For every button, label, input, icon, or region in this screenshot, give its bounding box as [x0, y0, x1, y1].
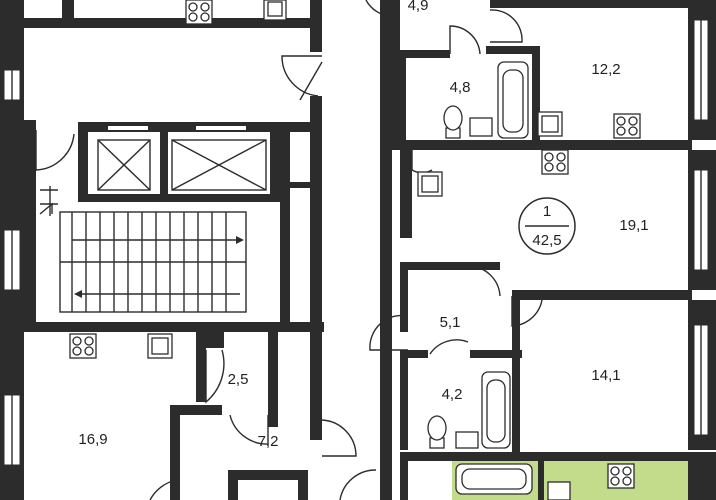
room-area-label: 4,9 — [408, 0, 429, 14]
stove-icon — [607, 463, 635, 489]
elevator-icon — [97, 139, 267, 191]
room-area-label: 2,5 — [228, 371, 249, 388]
staircase — [39, 186, 247, 313]
door-swing-icon — [35, 0, 543, 500]
apartment-number: 1 — [543, 203, 551, 220]
toilet-icon — [427, 105, 463, 449]
room-area-label: 5,1 — [440, 314, 461, 331]
room-area-label: 14,1 — [591, 367, 620, 384]
room-labels: 4,9 12,2 4,8 19,1 5,1 4,2 14,1 2,5 7,2 1… — [78, 0, 648, 450]
windows — [3, 19, 709, 466]
stove-icon — [69, 0, 641, 489]
apartment-badge: 1 42,5 — [518, 197, 576, 255]
room-area-label: 16,9 — [78, 431, 107, 448]
room-area-label: 19,1 — [619, 217, 648, 234]
room-area-label: 4,2 — [442, 386, 463, 403]
room-area-label: 7,2 — [258, 433, 279, 450]
stove-icon — [541, 149, 569, 175]
apartment-total-area: 42,5 — [532, 232, 561, 249]
room-area-label: 12,2 — [591, 61, 620, 78]
stove-icon — [613, 113, 641, 139]
room-area-label: 4,8 — [450, 79, 471, 96]
stove-icon — [69, 333, 97, 359]
stove-icon — [185, 0, 213, 25]
bathtub-icon — [455, 61, 533, 495]
